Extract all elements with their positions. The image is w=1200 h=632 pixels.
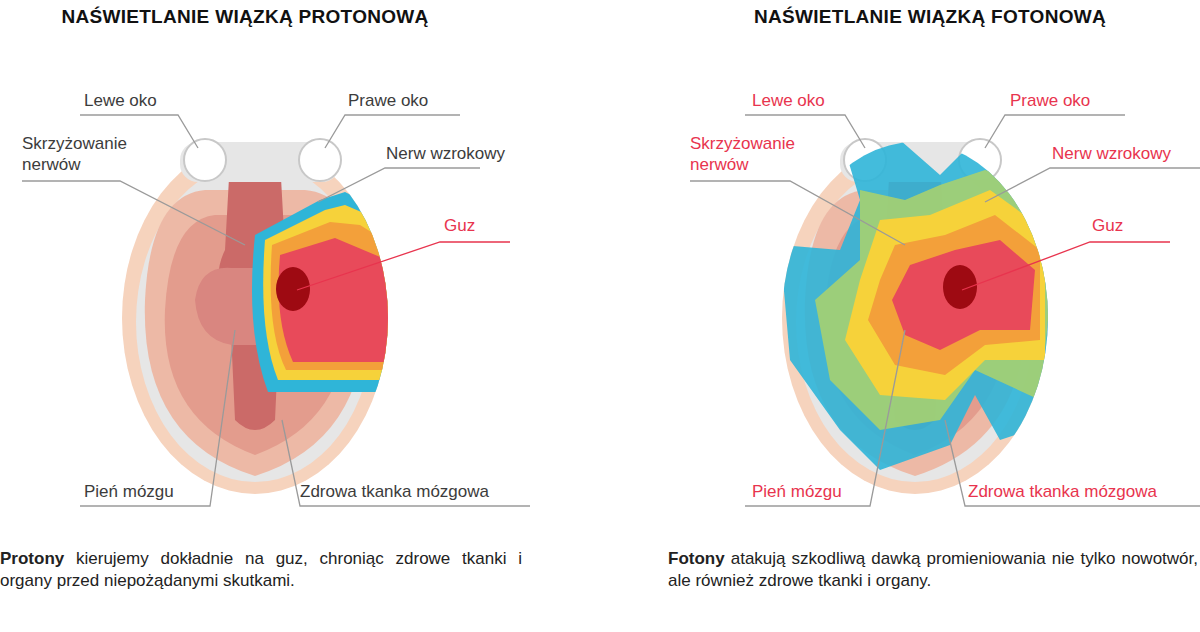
tumor-label: Guz — [444, 215, 504, 236]
photon-dose — [780, 140, 1060, 470]
emphasis-word: Fotony — [668, 549, 725, 568]
part-label: Nerw wzrokowy — [1052, 143, 1200, 164]
part-label: Zdrowa tkanka mózgowa — [968, 481, 1200, 502]
proton-dose — [252, 192, 392, 392]
part-label: Nerw wzrokowy — [386, 143, 546, 164]
part-label: Prawe oko — [1010, 90, 1130, 111]
emphasis-word: Protony — [0, 549, 64, 568]
tumor-leaders — [297, 242, 1170, 290]
part-label: Pień mózgu — [84, 481, 224, 502]
description-text: kierujemy dokładnie na guz, chroniąc zdr… — [0, 549, 522, 590]
description: Protony kierujemy dokładnie na guz, chro… — [0, 548, 522, 592]
part-label: Skrzyżowanie nerwów — [690, 133, 830, 175]
description: Fotony atakują szkodliwą dawką promienio… — [668, 548, 1198, 592]
part-label: Lewe oko — [84, 90, 204, 111]
panel-heading: NAŚWIETLANIE WIĄZKĄ PROTONOWĄ — [20, 6, 470, 27]
tumor-label: Guz — [1092, 215, 1152, 236]
part-label: Prawe oko — [348, 90, 468, 111]
panel-heading: NAŚWIETLANIE WIĄZKĄ FOTONOWĄ — [680, 6, 1180, 27]
part-label: Lewe oko — [752, 90, 872, 111]
part-label: Skrzyżowanie nerwów — [22, 133, 162, 175]
description-text: atakują szkodliwą dawką promieniowania n… — [668, 549, 1198, 590]
leader-lines — [22, 115, 1200, 506]
part-label: Pień mózgu — [752, 481, 892, 502]
part-label: Zdrowa tkanka mózgowa — [300, 481, 540, 502]
